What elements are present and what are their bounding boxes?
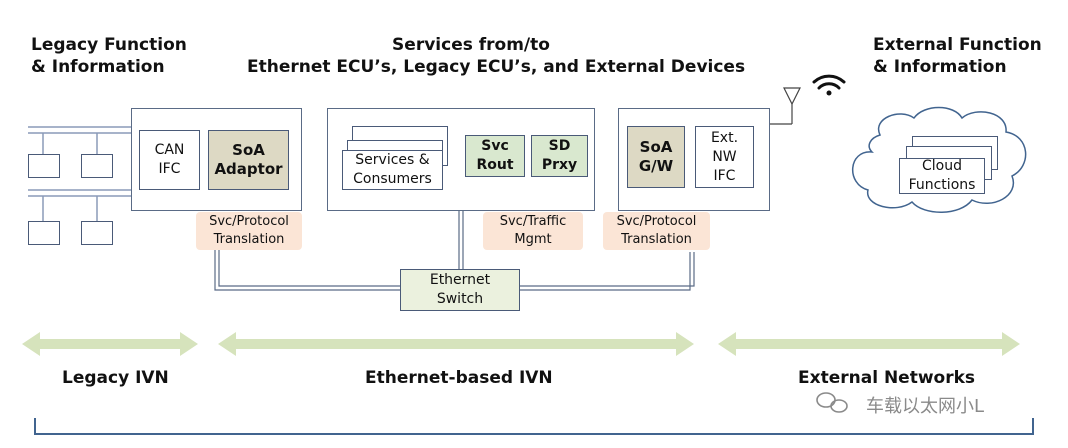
sd-prxy-box: SD Prxy (531, 135, 588, 177)
ext-nw-ifc-box: Ext. NW IFC (695, 126, 754, 188)
legacy-ecu-node (81, 221, 113, 245)
ethernet-links (214, 211, 695, 291)
external-networks-label: External Networks (798, 368, 976, 388)
arrow-external (718, 332, 1020, 356)
watermark-text: 车载以太网小L (866, 396, 985, 417)
soa-gw-box: SoA G/W (627, 126, 685, 188)
svc-traffic-mgmt: Svc/Traffic Mgmt (483, 212, 583, 250)
services-consumers-box: Services & Consumers (342, 150, 443, 190)
cloud-functions-box: Cloud Functions (899, 158, 985, 194)
can-ifc-box: CAN IFC (139, 130, 200, 190)
bottom-bracket (34, 418, 1034, 435)
legacy-title: Legacy Function & Information (31, 35, 187, 77)
ethernet-ivn-label: Ethernet-based IVN (365, 368, 553, 388)
legacy-ecu-node (28, 154, 60, 178)
legacy-ivn-label: Legacy IVN (62, 368, 169, 388)
legacy-ecu-node (81, 154, 113, 178)
wifi-icon (812, 74, 846, 96)
legacy-ecu-node (28, 221, 60, 245)
network-arrows (22, 332, 1020, 356)
legacy-bus (28, 126, 131, 221)
external-title: External Function & Information (873, 35, 1042, 77)
ethernet-switch-box: Ethernet Switch (400, 269, 520, 311)
wechat-icon (816, 392, 848, 413)
services-title: Services from/to Ethernet ECU’s, Legacy … (247, 35, 746, 77)
svc-protocol-translation-left: Svc/Protocol Translation (196, 212, 302, 250)
arrow-legacy (22, 332, 198, 356)
soa-adaptor-box: SoA Adaptor (208, 130, 289, 190)
antenna-icon (770, 87, 801, 125)
arrow-ethernet (218, 332, 694, 356)
svc-rout-box: Svc Rout (465, 135, 525, 177)
svc-protocol-translation-right: Svc/Protocol Translation (603, 212, 710, 250)
